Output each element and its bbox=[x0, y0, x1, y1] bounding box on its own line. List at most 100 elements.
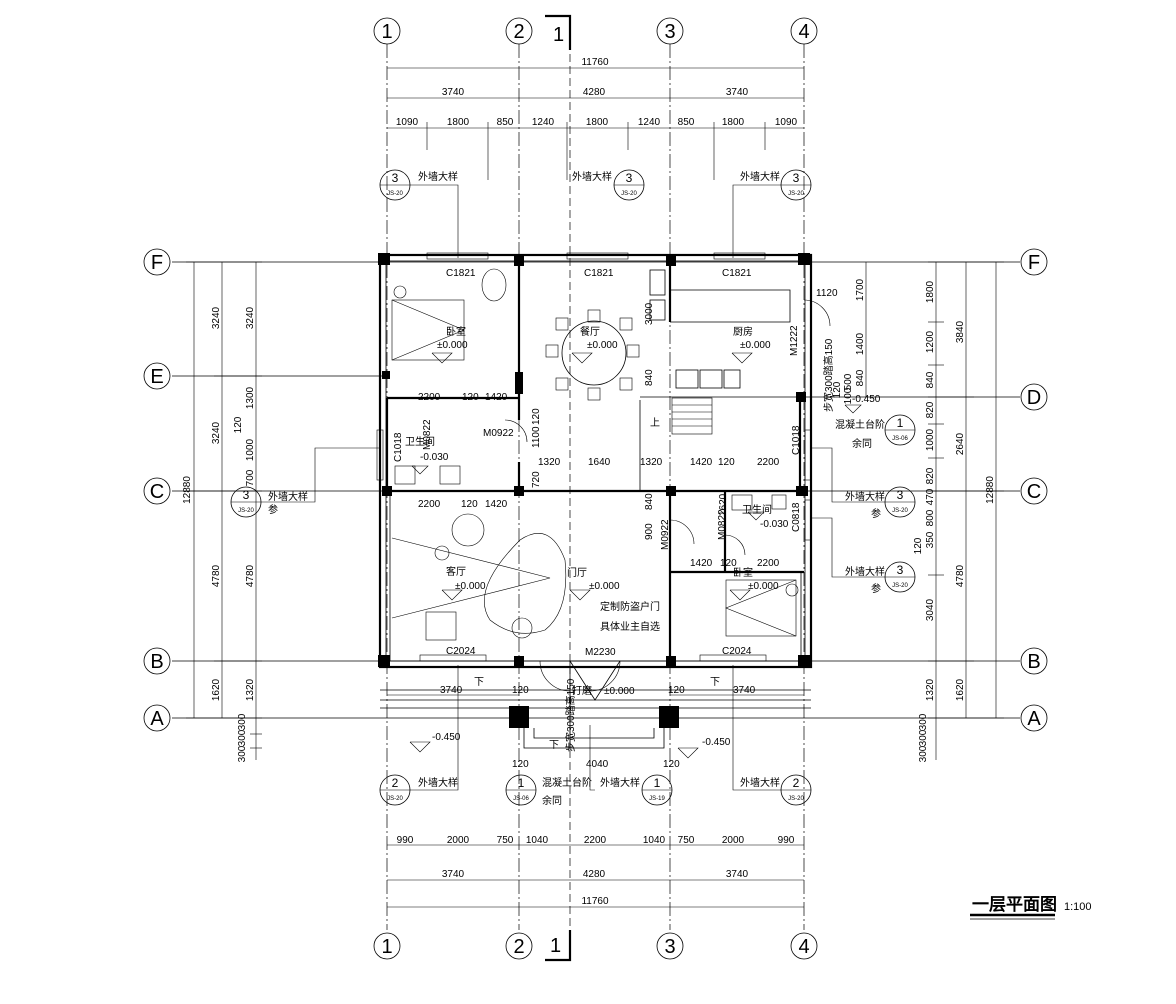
svg-text:C: C bbox=[1027, 481, 1041, 503]
svg-text:JS-06: JS-06 bbox=[513, 796, 529, 802]
svg-text:1: 1 bbox=[381, 21, 392, 43]
svg-text:3: 3 bbox=[392, 171, 399, 185]
porch-label: 打磨 bbox=[572, 684, 592, 697]
axis-bubble-left-A: A bbox=[143, 704, 171, 732]
svg-text:A: A bbox=[150, 708, 164, 730]
svg-text:1420: 1420 bbox=[485, 392, 508, 403]
axis-bubble-right-A: A bbox=[1020, 704, 1048, 732]
dimensions-right: 12880 3840 2640 4780 1620 1800 1200 840 … bbox=[832, 261, 1004, 762]
step-note-porch: 步宽300踏高150 bbox=[564, 678, 577, 752]
svg-text:4: 4 bbox=[798, 936, 809, 958]
room-level-living: ±0.000 bbox=[455, 581, 486, 592]
svg-text:参: 参 bbox=[871, 582, 881, 595]
section-mark-top: 1 bbox=[553, 24, 564, 46]
svg-text:参: 参 bbox=[268, 503, 278, 516]
porch-level: ±0.000 bbox=[604, 686, 635, 697]
svg-text:外墙大样: 外墙大样 bbox=[845, 490, 885, 503]
svg-text:3740: 3740 bbox=[442, 87, 465, 98]
svg-text:1800: 1800 bbox=[586, 117, 609, 128]
svg-text:100: 100 bbox=[843, 387, 854, 404]
stair-up-label: 上 bbox=[650, 417, 660, 429]
svg-text:3740: 3740 bbox=[442, 869, 465, 880]
svg-text:4280: 4280 bbox=[583, 869, 606, 880]
room-level-bedroom-nw: ±0.000 bbox=[437, 340, 468, 351]
svg-text:1320: 1320 bbox=[640, 457, 663, 468]
axis-bubble-bottom-1: 1 bbox=[373, 932, 401, 960]
svg-text:120: 120 bbox=[462, 392, 479, 403]
svg-text:120: 120 bbox=[233, 416, 244, 433]
svg-text:JS-06: JS-06 bbox=[892, 436, 908, 442]
svg-text:720: 720 bbox=[531, 471, 542, 488]
svg-text:850: 850 bbox=[678, 117, 695, 128]
svg-text:1620: 1620 bbox=[955, 678, 966, 701]
svg-text:1100: 1100 bbox=[531, 426, 542, 448]
svg-text:1240: 1240 bbox=[532, 117, 555, 128]
svg-text:B: B bbox=[1027, 651, 1040, 673]
room-level-bath-e: -0.030 bbox=[760, 519, 789, 530]
svg-text:850: 850 bbox=[497, 117, 514, 128]
svg-text:800: 800 bbox=[925, 509, 936, 526]
axis-bubble-left-E: E bbox=[143, 362, 171, 390]
dimensions-bottom: 990 2000 750 1040 2200 1040 750 2000 990… bbox=[387, 835, 804, 908]
door-tag: M0922 bbox=[660, 519, 671, 550]
svg-text:外墙大样: 外墙大样 bbox=[600, 776, 640, 789]
svg-text:840: 840 bbox=[644, 493, 655, 510]
svg-text:3240: 3240 bbox=[211, 306, 222, 329]
svg-text:2200: 2200 bbox=[584, 835, 607, 846]
door-swings bbox=[504, 299, 831, 692]
detail-ref-top-right: 3 JS-20 外墙大样 bbox=[732, 169, 812, 258]
room-level-kitchen: ±0.000 bbox=[740, 340, 771, 351]
axis-bubble-right-C: C bbox=[1020, 477, 1048, 505]
room-name-foyer: 门厅 bbox=[567, 566, 587, 579]
axis-bubble-top-2: 2 bbox=[505, 17, 533, 45]
room-name-bath-w: 卫生间 bbox=[405, 435, 435, 448]
svg-text:840: 840 bbox=[644, 369, 655, 386]
window-tag: C1821 bbox=[446, 268, 476, 279]
svg-text:1000: 1000 bbox=[245, 438, 256, 461]
axis-bubble-left-F: F bbox=[143, 248, 171, 276]
svg-text:JS-20: JS-20 bbox=[892, 583, 908, 589]
outside-level-w: -0.450 bbox=[432, 732, 461, 743]
svg-text:4280: 4280 bbox=[583, 87, 606, 98]
svg-text:350: 350 bbox=[925, 531, 936, 548]
svg-text:4780: 4780 bbox=[955, 564, 966, 587]
svg-text:1200: 1200 bbox=[925, 330, 936, 353]
door-note-1: 定制防盗户门 bbox=[600, 600, 660, 613]
detail-ref-bottom-left: 2 JS-20 外墙大样 bbox=[379, 665, 459, 806]
svg-text:JS-19: JS-19 bbox=[649, 796, 665, 802]
svg-text:1000: 1000 bbox=[925, 428, 936, 451]
outside-level-side: -0.450 bbox=[852, 394, 881, 405]
svg-text:4040: 4040 bbox=[586, 759, 609, 770]
room-level-bath-w: -0.030 bbox=[420, 452, 449, 463]
detail-ref-right-1: 3 JS-20 外墙大样 参 bbox=[811, 447, 916, 520]
detail-ref-bottom-mid: 1 JS-19 外墙大样 bbox=[589, 725, 673, 806]
room-name-living: 客厅 bbox=[446, 565, 466, 578]
axis-bubble-right-B: B bbox=[1020, 647, 1048, 675]
svg-text:1620: 1620 bbox=[718, 493, 729, 516]
door-tag: M1222 bbox=[789, 325, 800, 356]
svg-text:990: 990 bbox=[778, 835, 795, 846]
svg-text:840: 840 bbox=[855, 369, 866, 386]
svg-text:外墙大样: 外墙大样 bbox=[740, 170, 780, 183]
svg-text:1040: 1040 bbox=[643, 835, 666, 846]
svg-text:JS-20: JS-20 bbox=[387, 796, 403, 802]
svg-text:120: 120 bbox=[663, 759, 680, 770]
porch-dimensions: 3740 120 120 3740 4040 120 120 bbox=[387, 685, 804, 770]
svg-text:12880: 12880 bbox=[182, 476, 193, 504]
svg-text:120: 120 bbox=[718, 457, 735, 468]
porch-down-label-e: 下 bbox=[710, 677, 720, 688]
svg-text:JS-20: JS-20 bbox=[788, 796, 804, 802]
svg-text:3740: 3740 bbox=[440, 685, 463, 696]
svg-text:3: 3 bbox=[897, 563, 904, 577]
svg-text:JS-20: JS-20 bbox=[788, 191, 804, 197]
svg-text:4: 4 bbox=[798, 21, 809, 43]
room-level-foyer: ±0.000 bbox=[589, 581, 620, 592]
window-tag: C2024 bbox=[446, 646, 476, 657]
svg-text:2640: 2640 bbox=[955, 432, 966, 455]
svg-text:JS-20: JS-20 bbox=[892, 508, 908, 514]
svg-text:1700: 1700 bbox=[855, 278, 866, 301]
svg-text:120: 120 bbox=[512, 685, 529, 696]
svg-text:3840: 3840 bbox=[955, 320, 966, 343]
svg-text:1640: 1640 bbox=[588, 457, 611, 468]
